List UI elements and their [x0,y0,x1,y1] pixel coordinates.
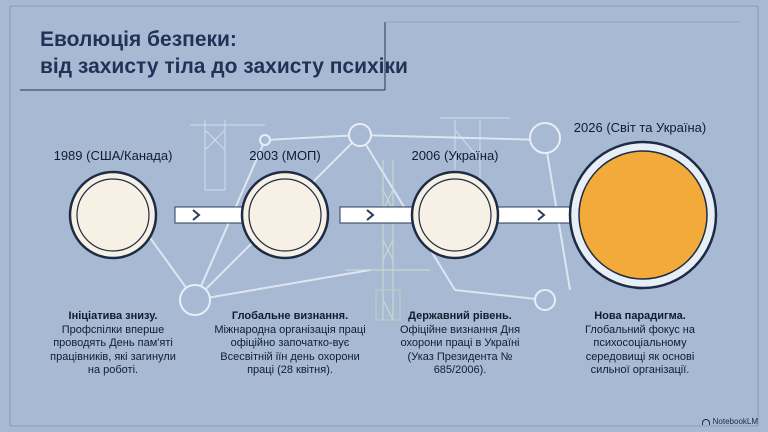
notebooklm-logo-icon [701,418,710,425]
chevron-right-icon [192,209,201,221]
frame-border [9,5,759,427]
connector-segment [339,206,421,224]
milestone-label-2026: 2026 (Світ та Україна) [573,120,707,135]
network-nodes [179,122,561,316]
milestone-description-1989: Ініціатива знизу. Профспілки вперше пров… [43,310,183,378]
crane-sketches [190,117,510,191]
milestone-description-2026: Нова парадигма. Глобальний фокус на псих… [570,310,710,378]
brand-name: NotebookLM [712,417,758,426]
timeline-connector [174,206,581,224]
milestone-text: Офіційне визнання Дня охорони праці в Ук… [399,323,521,377]
brand-watermark: NotebookLM [701,417,758,426]
milestone-label-2006: 2006 (Україна) [411,148,499,163]
title-line-1: Еволюція безпеки: [40,28,237,51]
chevron-right-icon [366,209,375,221]
milestone-node-4-highlight [568,140,718,290]
page-title: Еволюція безпеки: від захисту тіла до за… [40,26,408,80]
tower-sketch [345,160,430,321]
milestone-node-3 [410,170,500,260]
milestone-description-2003: Глобальне визнання. Міжнародна організац… [210,310,370,378]
milestone-description-2006: Державний рівень. Офіційне визнання Дня … [390,310,530,378]
milestone-heading: Ініціатива знизу. [68,310,158,322]
title-line-2: від захисту тіла до захисту психіки [40,55,408,78]
milestone-text: Профспілки вперше проводять День пам'яті… [50,323,176,377]
milestone-label-1989: 1989 (США/Канада) [53,148,173,163]
milestone-label-2003: 2003 (МОП) [249,148,321,163]
milestone-node-2 [240,170,330,260]
network-lines [129,134,571,301]
milestone-heading: Глобальне визнання. [231,310,349,322]
chevron-right-icon [537,209,546,221]
milestone-heading: Нова парадигма. [594,310,686,322]
milestone-node-1 [68,170,158,260]
milestone-text: Міжнародна організація праці офіційно за… [214,323,366,377]
connector-segment [494,206,581,224]
milestone-text: Глобальний фокус на психосоціальному сер… [585,323,695,377]
connector-segment [174,206,246,224]
milestone-heading: Державний рівень. [408,310,512,322]
